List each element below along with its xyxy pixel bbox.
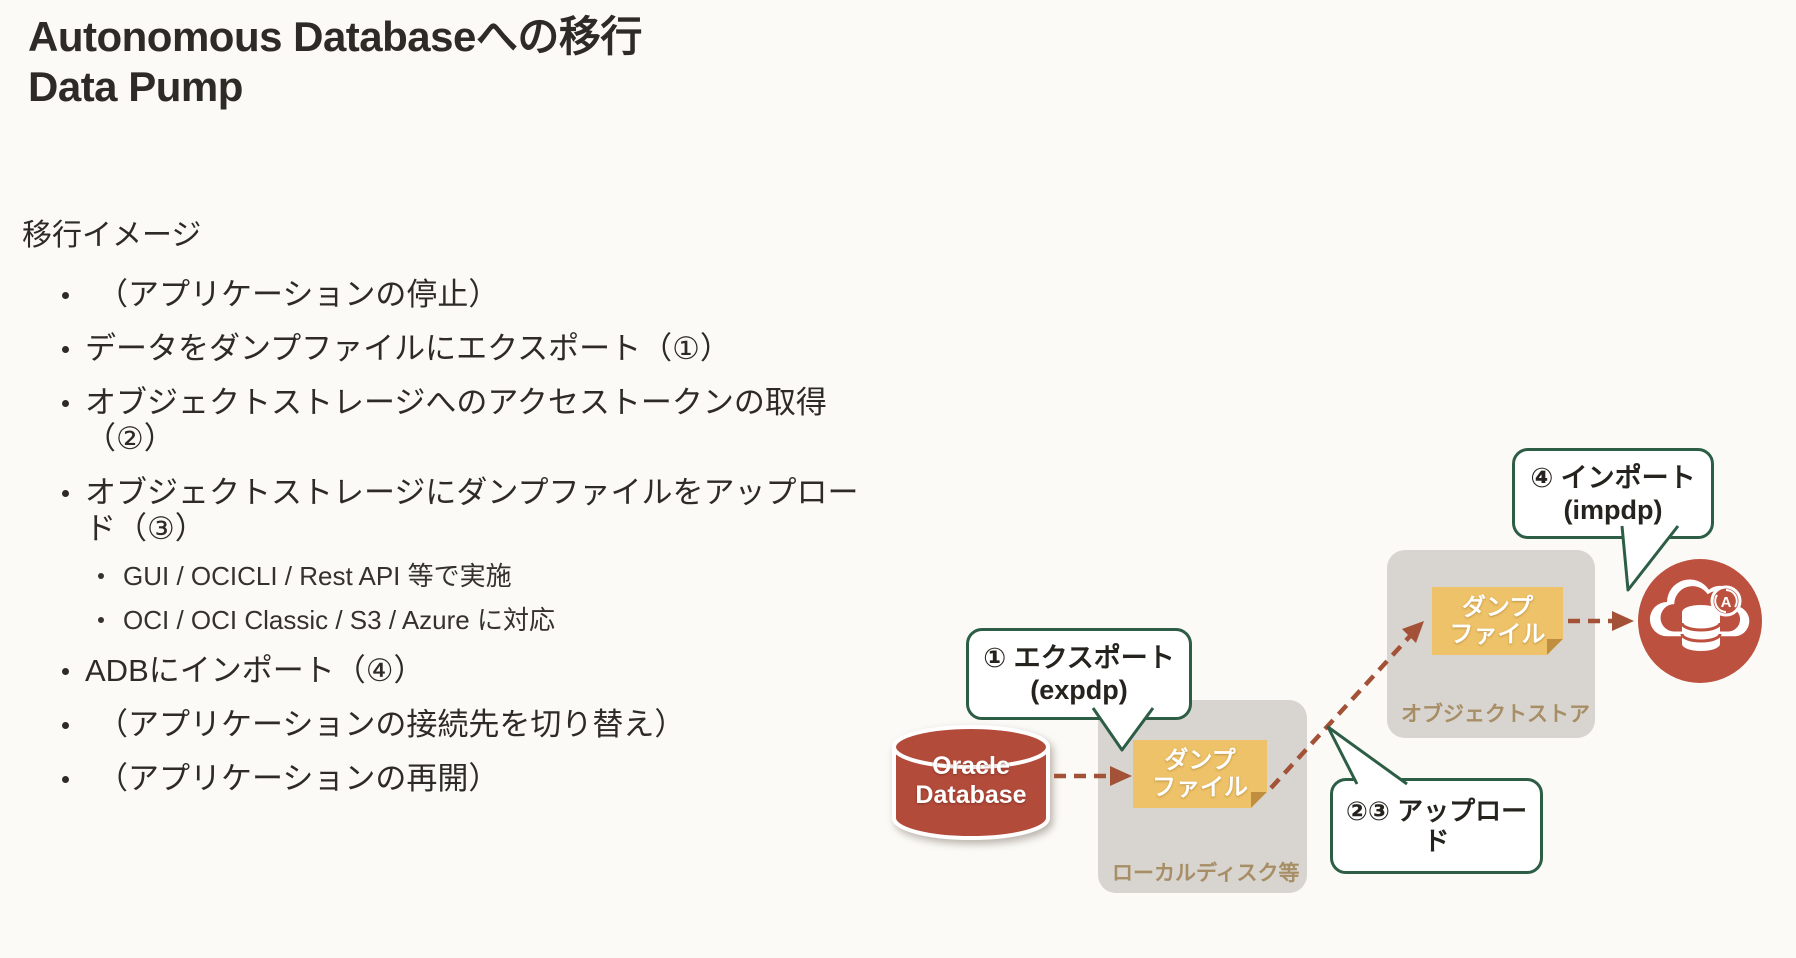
dump-file-local-line2: ファイル <box>1152 774 1248 801</box>
migration-steps-list: 移行イメージ （アプリケーションの停止） データをダンプファイルにエクスポート（… <box>22 218 862 797</box>
export-callout-line2: (expdp) <box>1030 675 1128 705</box>
item-access-token: オブジェクトストレージへのアクセストークンの取得（②） <box>22 385 862 457</box>
oracle-label-line1: Oracle <box>932 752 1010 780</box>
import-callout: ④ インポート (impdp) <box>1512 448 1714 539</box>
badge-letter: A <box>1721 594 1732 611</box>
object-store-label: オブジェクトストア <box>1401 703 1590 726</box>
dump-file-local: ダンプ ファイル <box>1133 740 1267 808</box>
cloud-database-glyph <box>1680 605 1722 651</box>
export-callout: ① エクスポート (expdp) <box>966 628 1192 720</box>
adb-cloud-icon: A <box>1638 559 1762 683</box>
upload-callout-label: ②③ アップロード <box>1345 796 1528 856</box>
dump-file-object-line1: ダンプ <box>1461 594 1534 621</box>
oracle-database-label: Oracle Database <box>894 752 1048 810</box>
list-heading: 移行イメージ <box>22 219 202 252</box>
title-line-2: Data Pump <box>28 63 243 110</box>
oracle-label-line2: Database <box>915 781 1027 809</box>
item-upload-targets: OCI / OCI Classic / S3 / Azure に対応 <box>22 605 862 635</box>
item-export-dump: データをダンプファイルにエクスポート（①） <box>22 331 862 367</box>
item-app-stop: （アプリケーションの停止） <box>22 277 862 313</box>
cloud-outline <box>1649 579 1750 637</box>
item-adb-import: ADBにインポート（④） <box>22 653 862 689</box>
local-disk-label: ローカルディスク等 <box>1112 862 1300 885</box>
import-callout-line2: (impdp) <box>1563 494 1663 525</box>
item-app-resume: （アプリケーションの再開） <box>22 761 862 797</box>
title-line-1: Autonomous Databaseへの移行 <box>28 13 642 60</box>
item-switch-connection: （アプリケーションの接続先を切り替え） <box>22 707 862 743</box>
dump-file-local-line1: ダンプ <box>1164 747 1236 774</box>
page-title: Autonomous Databaseへの移行 Data Pump <box>28 12 642 112</box>
autonomous-badge-icon: A <box>1710 585 1742 617</box>
steps-list: （アプリケーションの停止） データをダンプファイルにエクスポート（①） オブジェ… <box>22 277 862 797</box>
dump-file-object: ダンプ ファイル <box>1432 587 1563 655</box>
item-upload-methods: GUI / OCICLI / Rest API 等で実施 <box>22 561 862 591</box>
import-callout-line1: ④ インポート <box>1530 462 1696 493</box>
export-callout-line1: ① エクスポート <box>983 643 1175 673</box>
upload-callout: ②③ アップロード <box>1330 778 1543 874</box>
dump-file-object-line2: ファイル <box>1449 621 1546 648</box>
item-upload-dump: オブジェクトストレージにダンプファイルをアップロード（③） <box>22 475 862 547</box>
